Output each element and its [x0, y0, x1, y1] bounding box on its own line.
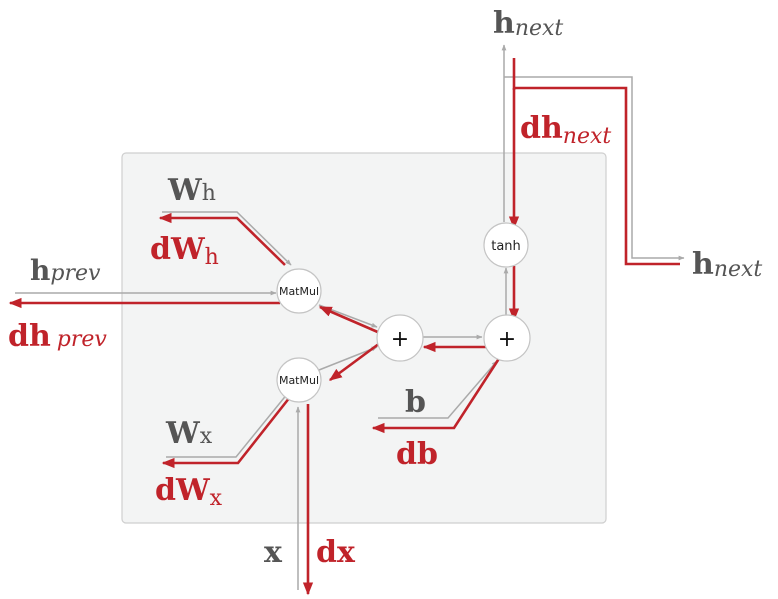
edge-wx-to-matmul: [166, 392, 289, 458]
label-dw-x: dWx: [155, 473, 223, 511]
edge-add-to-matmulh-back: [318, 305, 381, 335]
label-w-x: Wx: [165, 416, 213, 451]
node-matmul-x: MatMul: [276, 357, 322, 403]
add-inner-label: +: [391, 327, 409, 352]
node-matmul-h: MatMul: [276, 268, 322, 314]
label-dx: dx: [316, 535, 356, 570]
edge-matmul-to-dwh: [158, 212, 286, 266]
label-h-prev: hprev: [30, 254, 101, 287]
matmul-x-label: MatMul: [279, 374, 319, 387]
tanh-label: tanh: [491, 239, 521, 254]
matmul-h-label: MatMul: [279, 285, 319, 298]
edge-dhnext-right: [514, 86, 680, 266]
edge-matmul-to-dwx: [161, 396, 292, 469]
label-w-h: Wh: [167, 173, 216, 208]
edge-add-to-db: [371, 356, 502, 434]
edge-add-to-matmulx-back: [328, 341, 381, 382]
label-h-next-top: hnext: [493, 6, 563, 41]
edge-tanh-to-hnext-right: [504, 76, 685, 261]
edge-b-to-add: [378, 360, 498, 419]
node-add-outer: +: [483, 314, 531, 362]
add-outer-label: +: [498, 327, 516, 352]
label-db: db: [396, 437, 438, 472]
rnn-cell-box: [121, 152, 607, 524]
backward-edges: [8, 58, 680, 596]
label-dw-h: dWh: [150, 232, 219, 270]
label-x: x: [264, 535, 283, 570]
node-tanh: tanh: [483, 222, 529, 268]
label-dh-next: dhnext: [520, 111, 611, 149]
label-h-next-right: hnext: [692, 247, 762, 282]
forward-edges: [15, 44, 685, 590]
label-b: b: [405, 385, 426, 420]
edge-wh-to-matmul: [162, 211, 292, 266]
node-add-inner: +: [376, 314, 424, 362]
